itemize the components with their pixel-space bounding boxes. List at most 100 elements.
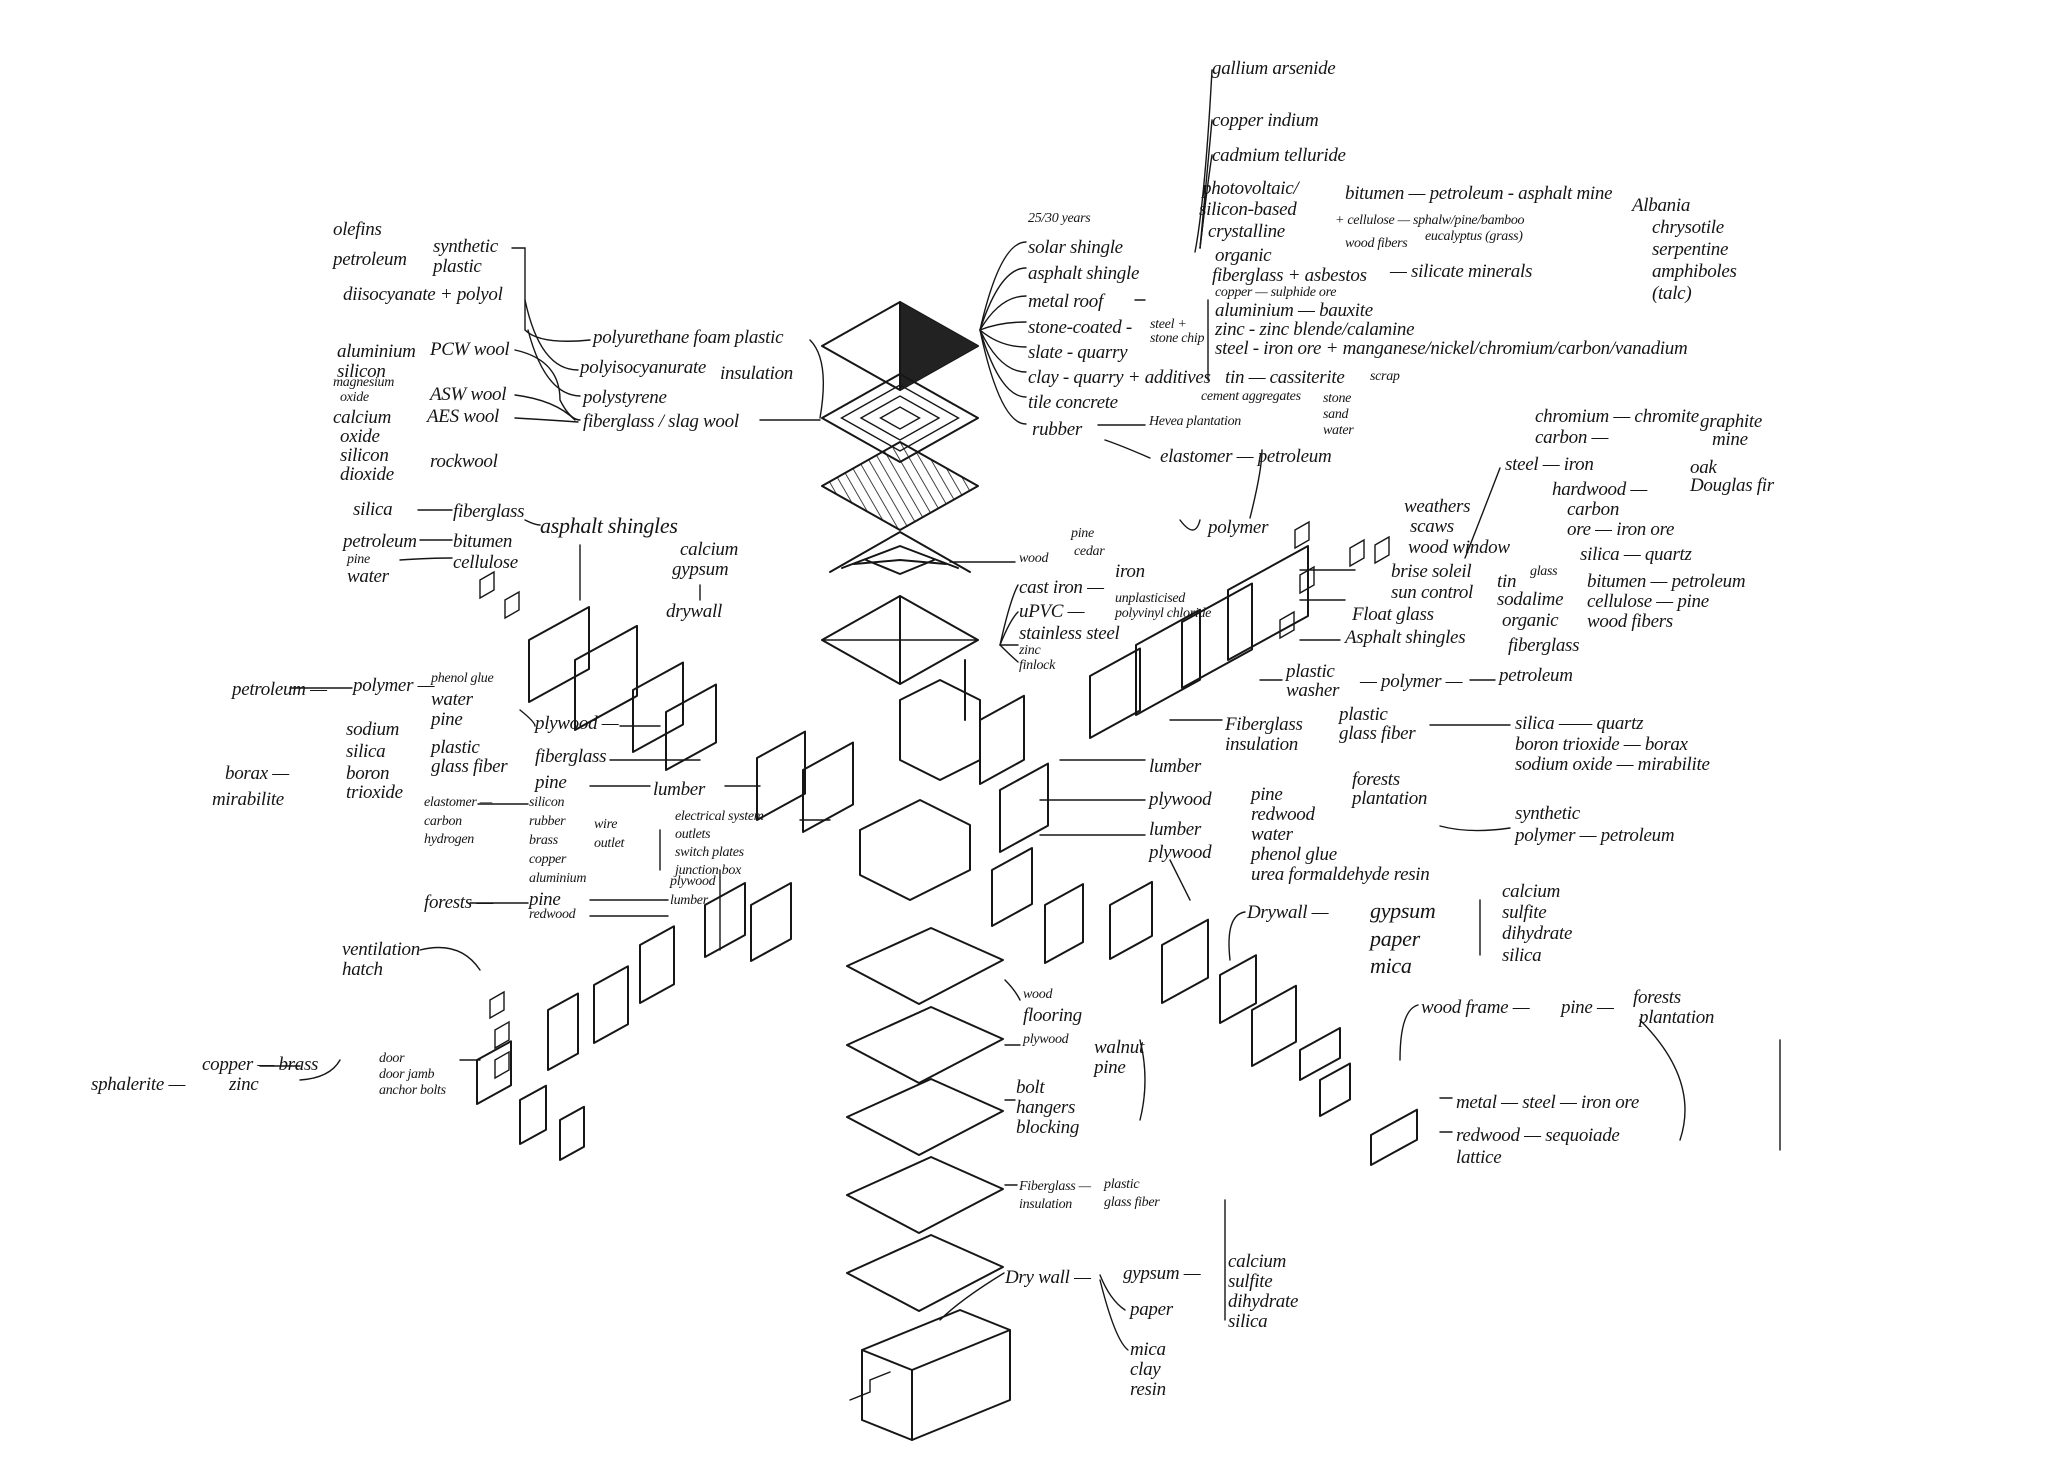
label-envelope-right: ore — iron ore xyxy=(1567,519,1675,540)
wall-panel xyxy=(1251,984,1297,1067)
label-envelope-left: boron xyxy=(346,763,390,784)
label-shingles-left: gypsum xyxy=(672,559,729,580)
label-roof: sand xyxy=(1323,407,1349,422)
label-envelope-right: weathers xyxy=(1404,496,1471,517)
label-shingles-left: fiberglass xyxy=(453,501,525,522)
cabinet-sketch xyxy=(899,679,981,781)
roof-course xyxy=(879,406,921,430)
label-roof: tile concrete xyxy=(1028,392,1118,413)
label-floor-bottom: blocking xyxy=(1016,1117,1080,1138)
label-roof: photovoltaic/ xyxy=(1202,178,1299,199)
wall-panel xyxy=(999,762,1049,853)
label-roof: copper — sulphide ore xyxy=(1215,285,1337,300)
label-envelope-left: plastic xyxy=(431,737,480,758)
label-shingles-left: pine xyxy=(347,552,370,567)
label-envelope-right: polymer — petroleum xyxy=(1515,825,1675,846)
wall-panel xyxy=(1227,545,1309,661)
label-envelope-right: sun control xyxy=(1391,582,1474,603)
label-envelope-right: plastic xyxy=(1286,661,1335,682)
label-envelope-left: switch plates xyxy=(675,845,744,860)
label-envelope-right: iron xyxy=(1115,561,1145,582)
wall-panel xyxy=(991,847,1033,927)
connector-line xyxy=(979,321,1027,331)
label-roof: scrap xyxy=(1370,369,1400,384)
sketch-layer xyxy=(476,301,1781,1441)
label-wall-right-bottom: dihydrate xyxy=(1502,923,1573,944)
window-piece xyxy=(489,990,505,1020)
label-envelope-left: aluminium xyxy=(529,871,587,886)
label-envelope-right: finlock xyxy=(1019,658,1055,673)
label-wall-right-bottom: forests xyxy=(1633,987,1681,1008)
label-envelope-right: urea formaldehyde resin xyxy=(1251,864,1430,885)
connector-line xyxy=(1439,825,1511,832)
label-wall-right-bottom: gypsum xyxy=(1370,898,1436,923)
floor-layer xyxy=(846,927,1004,1005)
label-envelope-left: copper xyxy=(529,852,567,867)
connector-layer xyxy=(259,69,1686,1351)
label-envelope-right: washer xyxy=(1286,680,1340,701)
connector-line xyxy=(1099,1279,1129,1351)
label-envelope-right: scaws xyxy=(1410,516,1454,537)
label-envelope-right: pine xyxy=(1071,526,1094,541)
label-floor-bottom: plastic xyxy=(1104,1177,1140,1192)
label-roof: steel - iron ore + manganese/nickel/chro… xyxy=(1215,338,1688,359)
label-floor-bottom: plywood xyxy=(1023,1032,1069,1047)
label-envelope-right: mine xyxy=(1712,429,1748,450)
label-wall-right-bottom: mica xyxy=(1370,953,1412,978)
roof-course xyxy=(840,384,960,452)
roof-layer-split xyxy=(821,301,979,391)
label-insulation: ASW wool xyxy=(430,384,507,405)
label-envelope-left: trioxide xyxy=(346,782,403,803)
wall-panel xyxy=(1370,1108,1418,1166)
label-insulation: silicon xyxy=(340,445,389,466)
wall-panel xyxy=(519,1084,547,1145)
label-floor-bottom: Dry wall — xyxy=(1005,1267,1091,1288)
connector-line xyxy=(1249,449,1263,519)
wall-panel xyxy=(704,882,746,958)
label-insulation: PCW wool xyxy=(430,339,510,360)
wall-panel xyxy=(802,741,854,833)
connector-line xyxy=(979,329,1027,348)
connector-line xyxy=(1194,69,1213,253)
connector-line xyxy=(979,329,1027,425)
label-wall-right-bottom: silica xyxy=(1502,945,1542,966)
wall-panel xyxy=(593,965,629,1044)
wall-panel xyxy=(1135,608,1201,716)
label-envelope-right: water xyxy=(1251,824,1293,845)
label-envelope-left: hatch xyxy=(342,959,383,980)
label-insulation: olefins xyxy=(333,219,382,240)
label-roof: + cellulose — sphalw/pine/bamboo xyxy=(1335,213,1525,228)
connector-line xyxy=(1639,1019,1686,1141)
label-roof: slate - quarry xyxy=(1028,342,1128,363)
connector-line xyxy=(999,644,1019,663)
label-envelope-right: wood xyxy=(1019,551,1049,566)
label-envelope-right: — polymer — xyxy=(1360,671,1463,692)
label-envelope-left: hydrogen xyxy=(424,832,474,847)
label-floor-bottom: mica xyxy=(1130,1339,1166,1360)
label-floor-bottom: calcium xyxy=(1228,1251,1287,1272)
label-floor-bottom: Fiberglass — xyxy=(1019,1179,1091,1194)
label-roof: solar shingle xyxy=(1028,237,1123,258)
label-envelope-right: insulation xyxy=(1225,734,1299,755)
label-envelope-right: sodium oxide — mirabilite xyxy=(1515,754,1710,775)
wall-panel xyxy=(1109,880,1153,960)
label-insulation: petroleum xyxy=(333,249,407,270)
label-insulation: synthetic xyxy=(433,236,498,257)
label-shingles-left: silica xyxy=(353,499,393,520)
label-envelope-right: redwood xyxy=(1251,804,1315,825)
label-envelope-left: door jamb xyxy=(379,1067,435,1082)
label-wall-right-bottom: wood frame — xyxy=(1421,997,1530,1018)
label-envelope-right: polyvinyl chloride xyxy=(1115,606,1212,621)
label-envelope-left: rubber xyxy=(529,814,566,829)
label-envelope-right: zinc xyxy=(1019,643,1041,658)
label-envelope-right: plywood xyxy=(1149,842,1212,863)
wall-panel xyxy=(1319,1062,1351,1117)
label-envelope-left: anchor bolts xyxy=(379,1083,446,1098)
label-envelope-right: silica — quartz xyxy=(1580,544,1692,565)
label-insulation: rockwool xyxy=(430,451,498,472)
label-floor-bottom: clay xyxy=(1130,1359,1161,1380)
label-envelope-left: junction box xyxy=(675,863,741,878)
connector-line xyxy=(1399,1004,1419,1061)
label-shingles-left: drywall xyxy=(666,601,722,622)
